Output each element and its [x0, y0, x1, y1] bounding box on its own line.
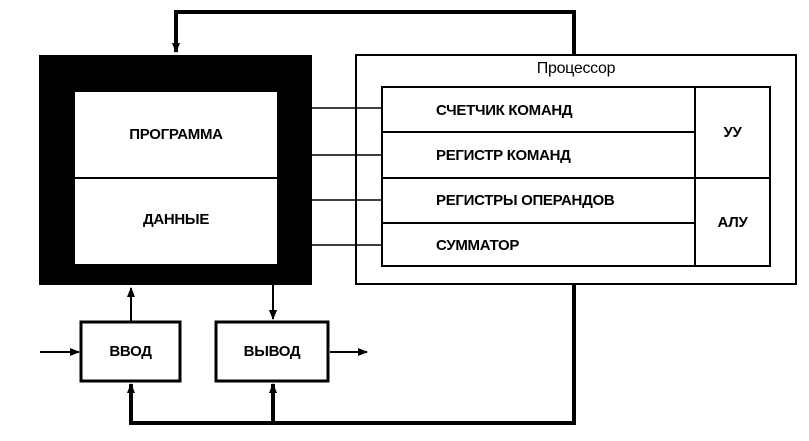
output-label: ВЫВОД — [243, 343, 301, 360]
register-program-counter: СЧЕТЧИК КОМАНД — [436, 102, 573, 119]
processor-box — [355, 54, 797, 285]
control-column — [694, 86, 771, 267]
top-loop-line — [172, 10, 576, 55]
register-accumulator: СУММАТОР — [436, 237, 520, 254]
input-label: ВВОД — [109, 343, 152, 360]
alu-label: АЛУ — [717, 214, 748, 231]
register-instruction: РЕГИСТР КОМАНД — [436, 147, 571, 164]
processor-title: Процессор — [536, 60, 616, 77]
program-label: ПРОГРАММА — [129, 126, 223, 143]
output-box — [214, 320, 330, 383]
control-unit-label: УУ — [723, 124, 742, 141]
register-operands: РЕГИСТРЫ ОПЕРАНДОВ — [436, 192, 615, 209]
bottom-loop-line — [127, 284, 576, 425]
input-box — [79, 320, 182, 383]
data-label: ДАННЫЕ — [142, 211, 210, 228]
